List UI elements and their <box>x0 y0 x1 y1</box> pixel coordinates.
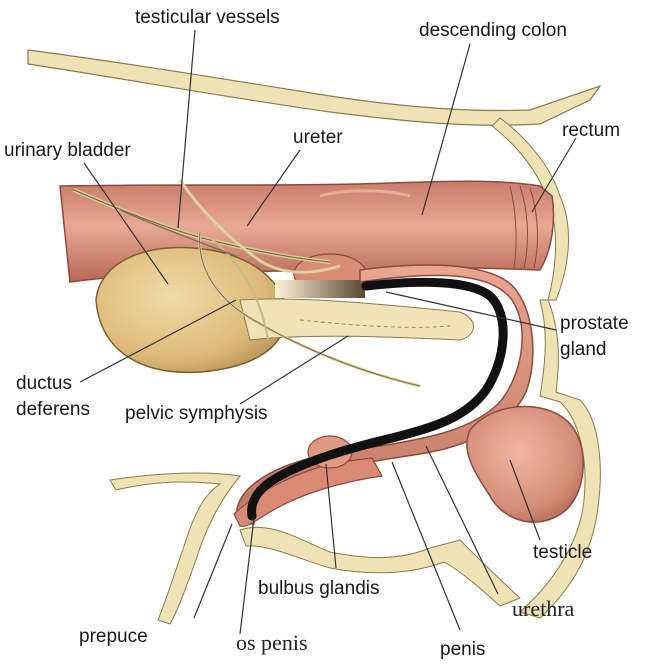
label-rectum: rectum <box>562 120 620 142</box>
label-os-penis: os penis <box>236 632 308 654</box>
label-prostate-gland-line1: prostate <box>560 313 629 335</box>
label-ductus-deferens-line2: deferens <box>16 399 90 421</box>
label-ductus-deferens-line1: ductus <box>16 373 72 395</box>
label-penis: penis <box>440 639 485 661</box>
label-prostate-gland-line2: gland <box>560 339 607 361</box>
label-bulbus-glandis: bulbus glandis <box>258 578 379 600</box>
label-ureter: ureter <box>293 127 343 149</box>
label-descending-colon: descending colon <box>419 20 567 42</box>
label-pelvic-symphysis: pelvic symphysis <box>125 403 268 425</box>
label-prepuce: prepuce <box>79 626 148 648</box>
label-testicular-vessels: testicular vessels <box>135 7 280 29</box>
label-urinary-bladder: urinary bladder <box>4 140 131 162</box>
testicle-shape <box>467 407 583 523</box>
label-testicle: testicle <box>533 542 592 564</box>
label-urethra: urethra <box>512 598 574 620</box>
